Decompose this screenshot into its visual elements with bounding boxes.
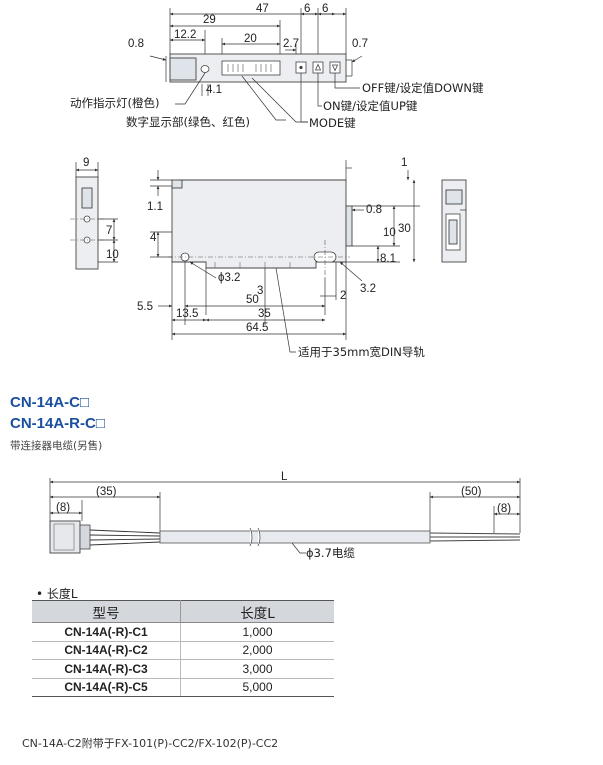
- front-top-latch: [171, 179, 183, 189]
- dim-10-right: 10: [383, 227, 396, 239]
- model-cell: CN-14A(-R)-C5: [32, 678, 181, 697]
- dim-4-1: 4.1: [206, 84, 222, 96]
- left-end-slot: [81, 187, 93, 209]
- length-cell: 3,000: [180, 659, 334, 679]
- left-end-body: [75, 176, 99, 270]
- dim-8-end: (8): [497, 503, 511, 515]
- table-row: CN-14A(-R)-C5 5,000: [32, 678, 334, 697]
- model-cell: CN-14A(-R)-C2: [32, 641, 181, 660]
- callout-on-key: ON键/设定值UP键: [323, 99, 418, 113]
- callout-mode-key: MODE键: [309, 116, 356, 130]
- callout-off-key: OFF键/设定值DOWN键: [362, 81, 484, 95]
- length-cell: 2,000: [180, 641, 334, 660]
- dim-6b: 6: [322, 3, 328, 15]
- amplifier-top-end: [169, 57, 197, 81]
- left-end-view: 9 7 10: [70, 157, 119, 270]
- dim-0-8-top: 0.8: [128, 38, 144, 50]
- callout-indicator: 动作指示灯(橙色): [70, 96, 159, 110]
- table-row: CN-14A(-R)-C2 2,000: [32, 641, 334, 660]
- dim-10-left: 10: [106, 249, 119, 261]
- dim-phi-3-2: ϕ3.2: [218, 272, 240, 284]
- cable-model-title-2: CN-14A-R-C□: [10, 415, 105, 432]
- table-row: CN-14A(-R)-C1 1,000: [32, 622, 334, 642]
- amplifier-front-body: [171, 179, 347, 269]
- cable-diameter-label: ϕ3.7电缆: [306, 546, 355, 560]
- connector-plug: [49, 520, 81, 554]
- dim-3-2-right: 3.2: [360, 283, 376, 295]
- cable-drawing: L (35) (50) (8) (8) ϕ3.7电缆: [49, 471, 521, 560]
- right-end-connector-pins: [448, 219, 458, 245]
- dim-47: 47: [256, 3, 269, 15]
- dim-7: 7: [106, 225, 112, 237]
- dim-35-cable: (35): [96, 486, 117, 498]
- dim-5-5: 5.5: [137, 301, 153, 313]
- dim-8-connector: (8): [56, 502, 70, 514]
- dim-29: 29: [203, 14, 216, 26]
- dim-4: 4: [150, 232, 157, 244]
- dim-50: 50: [246, 294, 259, 306]
- table-row: CN-14A(-R)-C3 3,000: [32, 659, 334, 679]
- callout-display: 数字显示部(绿色、红色): [126, 115, 250, 129]
- length-cell: 5,000: [180, 678, 334, 697]
- column-header-model: 型号: [32, 600, 181, 623]
- dim-1-1: 1.1: [147, 201, 163, 213]
- dim-50-cable: (50): [461, 486, 482, 498]
- right-end-view: [441, 179, 467, 263]
- cable-sheath: [159, 530, 431, 544]
- model-cell: CN-14A(-R)-C3: [32, 659, 181, 679]
- top-view: 47 29 12.2 20 6 6 2.7 0.8 0.7 4.1 OFF键/设…: [70, 3, 484, 130]
- dim-20: 20: [244, 33, 257, 45]
- cable-subtitle: 带连接器电缆(另售): [10, 440, 103, 452]
- cable-model-title-1: CN-14A-C□: [10, 394, 90, 411]
- footnote: CN-14A-C2附带于FX-101(P)-CC2/FX-102(P)-CC2: [22, 737, 279, 750]
- dim-30: 30: [398, 223, 411, 235]
- right-end-slot-top: [445, 189, 463, 205]
- dim-35: 35: [258, 308, 271, 320]
- dim-1: 1: [401, 157, 407, 169]
- dim-L: L: [281, 471, 288, 483]
- dim-9: 9: [83, 157, 89, 169]
- length-table-heading: • 长度L: [36, 587, 78, 601]
- dim-0-7-top: 0.7: [352, 38, 368, 50]
- dim-0-8-right: 0.8: [366, 204, 382, 216]
- column-header-length: 长度L: [180, 600, 334, 623]
- dim-64-5: 64.5: [246, 322, 268, 334]
- front-view: 1 1.1 4 0.8 10 30 8.1 3.2 ϕ3.2 3 2 5.5 5…: [137, 157, 425, 359]
- dim-8-1: 8.1: [380, 253, 396, 265]
- dim-3: 3: [257, 285, 263, 297]
- din-rail-note: 适用于35mm宽DIN导轨: [298, 345, 425, 359]
- dim-13-5: 13.5: [176, 308, 198, 320]
- length-table: 型号 长度L CN-14A(-R)-C1 1,000 CN-14A(-R)-C2…: [32, 600, 334, 697]
- dim-2-7: 2.7: [283, 38, 299, 50]
- dim-6a: 6: [304, 3, 310, 15]
- dim-2: 2: [340, 290, 346, 302]
- cable-titles: CN-14A-C□ CN-14A-R-C□ 带连接器电缆(另售): [10, 392, 105, 453]
- length-cell: 1,000: [180, 622, 334, 642]
- table-header-row: 型号 长度L: [32, 600, 334, 623]
- model-cell: CN-14A(-R)-C1: [32, 622, 181, 642]
- indicator-lamp-icon: [200, 65, 210, 73]
- dim-12-2: 12.2: [174, 29, 196, 41]
- digital-display: [221, 60, 281, 76]
- front-right-connector: [345, 205, 353, 247]
